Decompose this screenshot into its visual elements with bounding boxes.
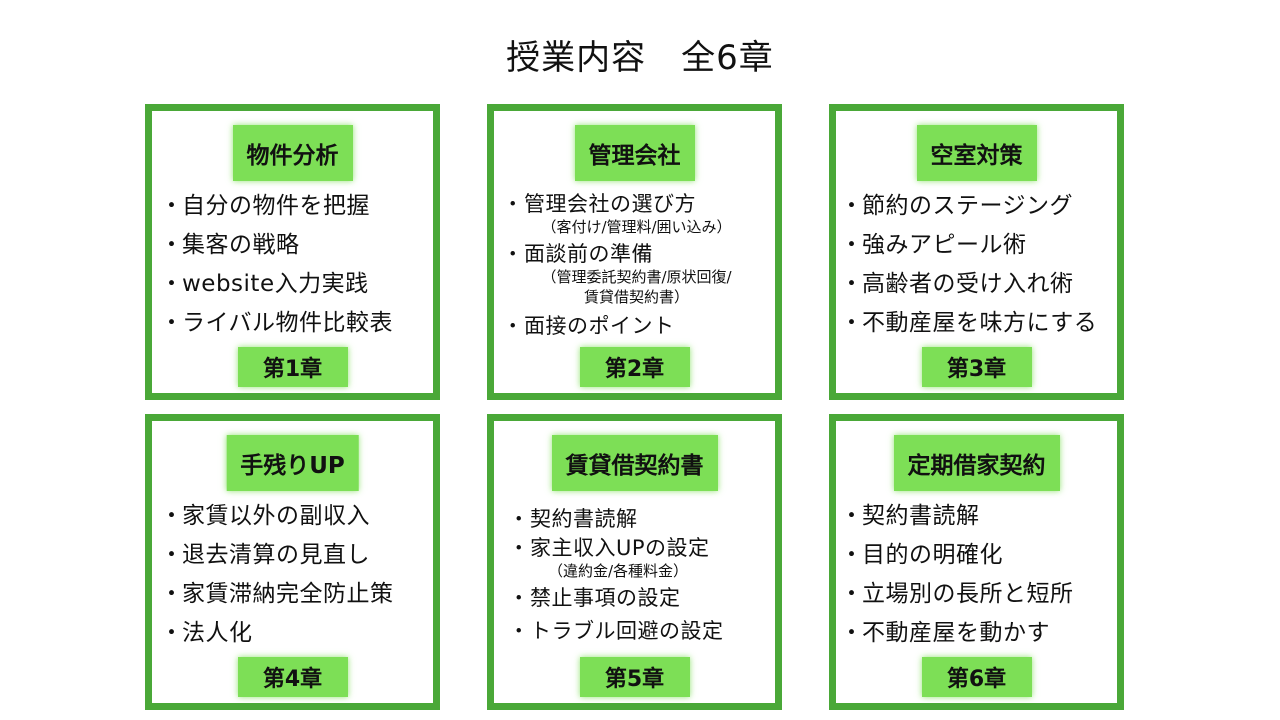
chapter-card-3: 空室対策 ・節約のステージング ・強みアピール術 ・高齢者の受け入れ術 ・不動産… xyxy=(829,104,1124,400)
item-text: 目的の明確化 xyxy=(862,542,1003,568)
list-item: ・トラブル回避の設定 xyxy=(508,615,771,647)
item-text: 立場別の長所と短所 xyxy=(862,581,1074,607)
chapter-label: 第2章 xyxy=(579,347,690,387)
bullet: ・ xyxy=(502,314,524,338)
chapter-label: 第4章 xyxy=(237,657,348,697)
item-text: 面談前の準備 xyxy=(524,242,653,266)
item-text: 高齢者の受け入れ術 xyxy=(862,271,1074,297)
item-text: 家賃滞納完全防止策 xyxy=(182,581,394,607)
bullet: ・ xyxy=(508,619,530,643)
bullet: ・ xyxy=(160,620,184,646)
bullet: ・ xyxy=(840,542,864,568)
item-text: 強みアピール術 xyxy=(862,232,1027,258)
list-item: ・退去清算の見直し xyxy=(160,536,429,575)
item-text: 禁止事項の設定 xyxy=(530,586,681,610)
item-text: 節約のステージング xyxy=(862,193,1074,219)
bullet: ・ xyxy=(160,232,184,258)
bullet: ・ xyxy=(508,507,530,531)
chapter-label: 第1章 xyxy=(237,347,348,387)
list-item: ・目的の明確化 xyxy=(840,536,1113,575)
item-subtext: （管理委託契約書/原状回復/ xyxy=(541,268,732,286)
chapter-card-6: 定期借家契約 ・契約書読解 ・目的の明確化 ・立場別の長所と短所 ・不動産屋を動… xyxy=(829,414,1124,710)
card-title: 手残りUP xyxy=(226,435,359,491)
bullet: ・ xyxy=(160,542,184,568)
item-text: website入力実践 xyxy=(182,271,369,297)
chapter-label: 第3章 xyxy=(921,347,1032,387)
bullet: ・ xyxy=(160,193,184,219)
bullet: ・ xyxy=(840,193,864,219)
item-text: 契約書読解 xyxy=(530,507,638,531)
chapter-label: 第6章 xyxy=(921,657,1032,697)
card-title: 定期借家契約 xyxy=(893,435,1060,491)
item-list: ・節約のステージング ・強みアピール術 ・高齢者の受け入れ術 ・不動産屋を味方に… xyxy=(840,187,1113,343)
bullet: ・ xyxy=(840,271,864,297)
item-text: 自分の物件を把握 xyxy=(182,193,370,219)
item-text: 管理会社の選び方 xyxy=(524,192,696,216)
item-text: 契約書読解 xyxy=(862,503,980,529)
item-list: ・契約書読解 ・目的の明確化 ・立場別の長所と短所 ・不動産屋を動かす xyxy=(840,497,1113,653)
item-text: 不動産屋を動かす xyxy=(862,620,1050,646)
chapter-card-4: 手残りUP ・家賃以外の副収入 ・退去清算の見直し ・家賃滞納完全防止策 ・法人… xyxy=(145,414,440,710)
bullet: ・ xyxy=(160,310,184,336)
bullet: ・ xyxy=(840,503,864,529)
chapter-card-1: 物件分析 ・自分の物件を把握 ・集客の戦略 ・website入力実践 ・ライバル… xyxy=(145,104,440,400)
list-item: ・website入力実践 xyxy=(160,265,429,304)
list-item: ・高齢者の受け入れ術 xyxy=(840,265,1113,304)
list-item: ・管理会社の選び方 xyxy=(502,191,771,217)
bullet: ・ xyxy=(840,310,864,336)
bullet: ・ xyxy=(160,581,184,607)
list-item: ・面談前の準備 xyxy=(502,241,771,267)
list-item: ・法人化 xyxy=(160,614,429,653)
list-item: ・契約書読解 xyxy=(508,503,771,535)
item-text: 不動産屋を味方にする xyxy=(862,310,1098,336)
item-subtext: （違約金/各種料金） xyxy=(548,562,689,580)
bullet: ・ xyxy=(840,581,864,607)
chapter-card-2: 管理会社 ・管理会社の選び方 （客付け/管理料/囲い込み） ・面談前の準備 （管… xyxy=(487,104,782,400)
chapter-label: 第5章 xyxy=(579,657,690,697)
card-title: 賃貸借契約書 xyxy=(551,435,718,491)
item-text: トラブル回避の設定 xyxy=(530,619,724,643)
item-list: ・契約書読解 ・家主収入UPの設定 （違約金/各種料金） ・禁止事項の設定 ・ト… xyxy=(508,503,771,647)
card-title: 管理会社 xyxy=(574,125,695,181)
list-item: ・強みアピール術 xyxy=(840,226,1113,265)
list-item: ・禁止事項の設定 xyxy=(508,581,771,615)
list-item: ・家賃滞納完全防止策 xyxy=(160,575,429,614)
item-list: ・自分の物件を把握 ・集客の戦略 ・website入力実践 ・ライバル物件比較表 xyxy=(160,187,429,343)
chapter-card-5: 賃貸借契約書 ・契約書読解 ・家主収入UPの設定 （違約金/各種料金） ・禁止事… xyxy=(487,414,782,710)
list-item: ・面接のポイント xyxy=(502,313,771,339)
card-title: 物件分析 xyxy=(232,125,353,181)
bullet: ・ xyxy=(508,586,530,610)
item-text: 退去清算の見直し xyxy=(182,542,370,568)
list-item: ・不動産屋を味方にする xyxy=(840,304,1113,343)
bullet: ・ xyxy=(502,242,524,266)
item-text: ライバル物件比較表 xyxy=(182,310,394,336)
item-subtext: 賃貸借契約書） xyxy=(583,288,689,306)
item-text: 家主収入UPの設定 xyxy=(530,536,710,560)
item-list: ・管理会社の選び方 （客付け/管理料/囲い込み） ・面談前の準備 （管理委託契約… xyxy=(502,191,771,339)
item-list: ・家賃以外の副収入 ・退去清算の見直し ・家賃滞納完全防止策 ・法人化 xyxy=(160,497,429,653)
card-title: 空室対策 xyxy=(916,125,1037,181)
list-item: ・自分の物件を把握 xyxy=(160,187,429,226)
bullet: ・ xyxy=(502,192,524,216)
bullet: ・ xyxy=(840,232,864,258)
list-item: ・家賃以外の副収入 xyxy=(160,497,429,536)
list-item: ・契約書読解 xyxy=(840,497,1113,536)
item-text: 集客の戦略 xyxy=(182,232,300,258)
item-text: 法人化 xyxy=(182,620,253,646)
list-item: ・集客の戦略 xyxy=(160,226,429,265)
bullet: ・ xyxy=(160,503,184,529)
list-item: ・節約のステージング xyxy=(840,187,1113,226)
list-item: ・家主収入UPの設定 xyxy=(508,535,771,561)
bullet: ・ xyxy=(508,536,530,560)
bullet: ・ xyxy=(160,271,184,297)
list-item: ・不動産屋を動かす xyxy=(840,614,1113,653)
bullet: ・ xyxy=(840,620,864,646)
item-text: 面接のポイント xyxy=(524,314,675,338)
item-text: 家賃以外の副収入 xyxy=(182,503,370,529)
list-item: ・ライバル物件比較表 xyxy=(160,304,429,343)
list-item: ・立場別の長所と短所 xyxy=(840,575,1113,614)
page-title: 授業内容 全6章 xyxy=(506,38,774,78)
item-subtext: （客付け/管理料/囲い込み） xyxy=(541,218,732,236)
